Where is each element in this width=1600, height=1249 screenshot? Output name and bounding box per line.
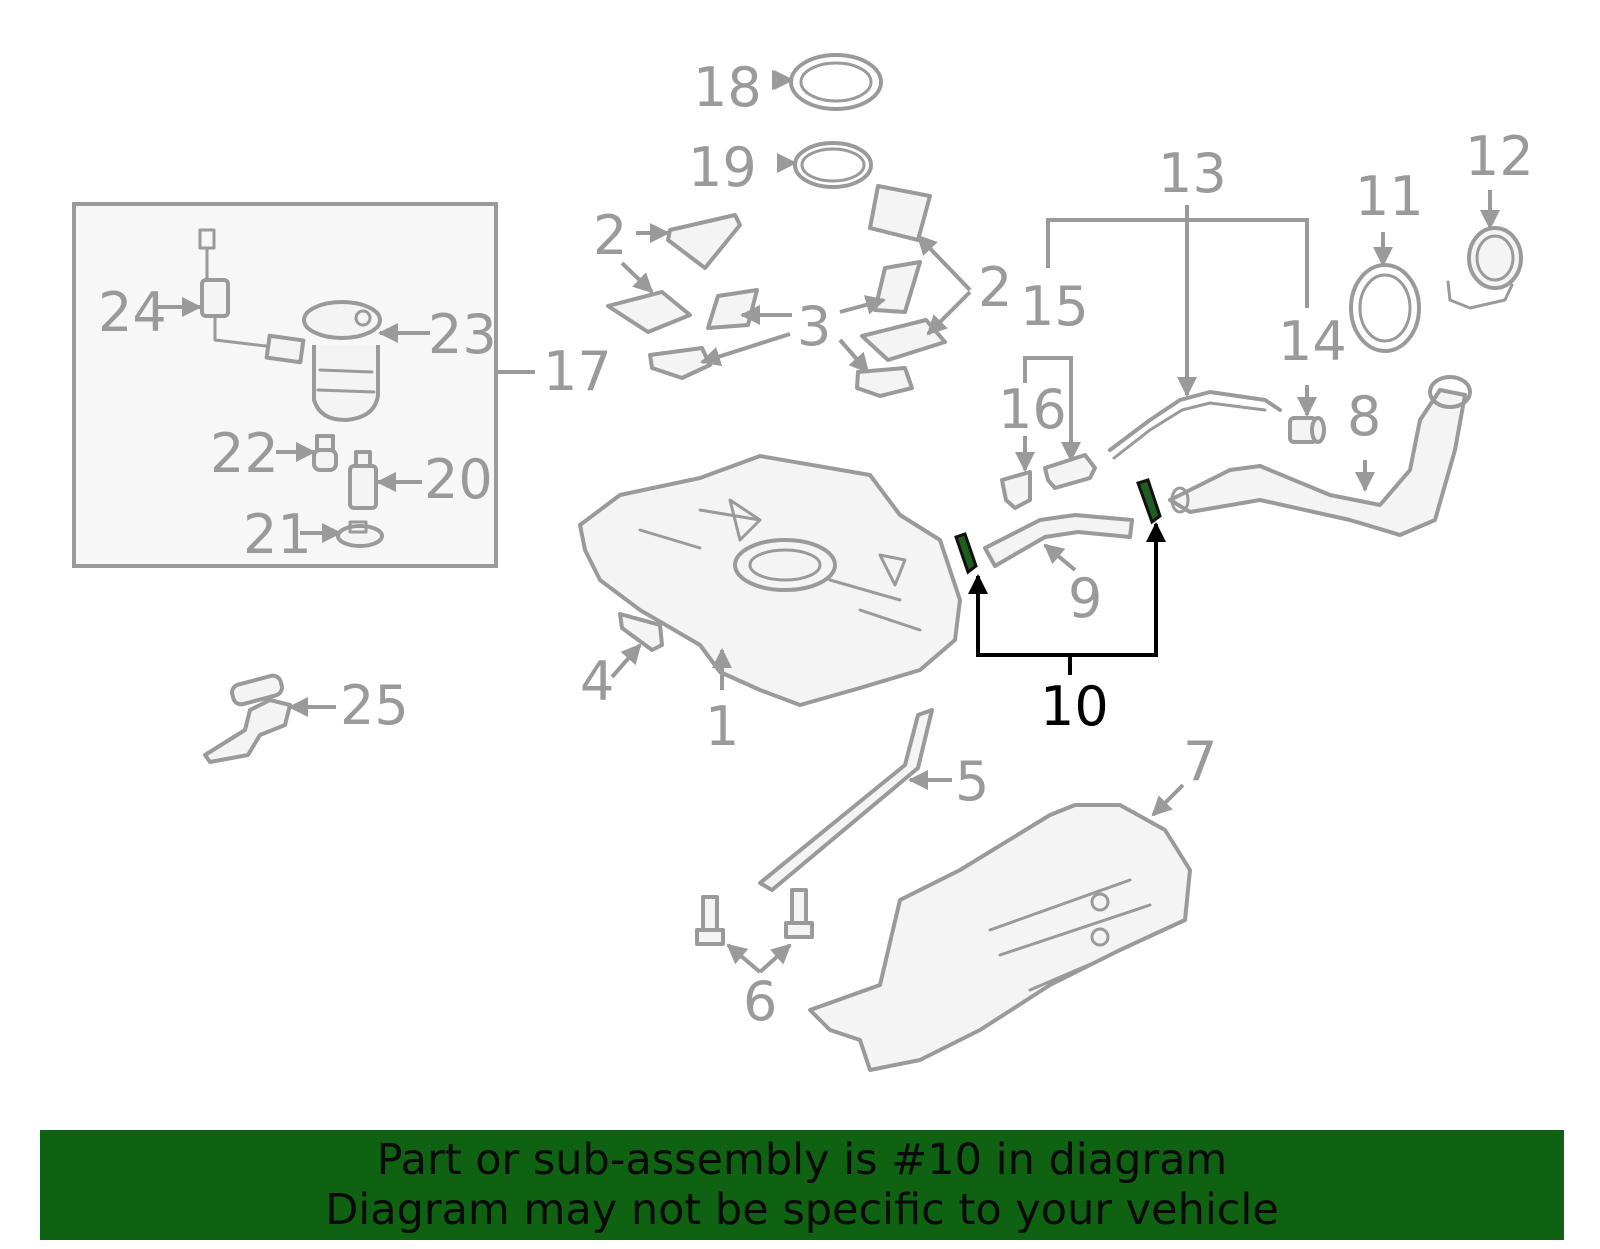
callout-13[interactable]: 13 <box>1158 142 1227 205</box>
callout-4[interactable]: 4 <box>580 650 614 713</box>
banner-line-2: Diagram may not be specific to your vehi… <box>325 1185 1279 1235</box>
leader-10-active <box>968 522 1166 675</box>
callout-15[interactable]: 15 <box>1020 275 1089 338</box>
callout-2-left[interactable]: 2 <box>593 204 627 267</box>
callout-18[interactable]: 18 <box>693 56 762 119</box>
part-25-valve-bracket[interactable] <box>203 673 292 764</box>
part-7-heat-shield[interactable] <box>808 803 1192 1072</box>
callout-8[interactable]: 8 <box>1347 385 1381 448</box>
callout-numbers: 18 19 2 2 3 24 23 17 22 20 21 4 1 25 5 6… <box>98 56 1534 1033</box>
callout-20[interactable]: 20 <box>424 448 493 511</box>
fuel-pump-module-group <box>72 202 498 568</box>
part-9-hose[interactable] <box>983 513 1134 568</box>
callout-5[interactable]: 5 <box>955 750 989 813</box>
callout-2-right[interactable]: 2 <box>978 256 1012 319</box>
part-12-fuel-cap[interactable] <box>1446 226 1523 310</box>
part-5-strap[interactable] <box>758 708 934 892</box>
callout-25[interactable]: 25 <box>340 674 409 737</box>
callout-12[interactable]: 12 <box>1465 125 1534 188</box>
part-1-fuel-tank[interactable] <box>578 454 962 707</box>
part-19-seal[interactable] <box>793 141 873 189</box>
leader-lines <box>158 70 1500 974</box>
part-11-fuel-door[interactable] <box>1349 263 1421 353</box>
part-2-3-pads[interactable] <box>606 184 947 398</box>
callout-24[interactable]: 24 <box>98 281 167 344</box>
part-10-clamps[interactable] <box>954 478 1162 575</box>
part-4-bracket[interactable] <box>618 612 664 652</box>
part-20-filter[interactable] <box>348 450 378 510</box>
callout-21[interactable]: 21 <box>243 503 312 566</box>
part-22-valve[interactable] <box>312 434 338 472</box>
part-8-filler-neck[interactable] <box>1168 375 1472 537</box>
callout-22[interactable]: 22 <box>210 422 279 485</box>
part-13-vent-tube[interactable] <box>1108 390 1282 460</box>
callout-6[interactable]: 6 <box>743 970 777 1033</box>
part-18-lock-ring[interactable] <box>789 53 883 111</box>
part-24-harness[interactable] <box>198 228 306 365</box>
callout-14[interactable]: 14 <box>1278 310 1347 373</box>
callout-3[interactable]: 3 <box>797 295 831 358</box>
callout-23[interactable]: 23 <box>428 303 497 366</box>
callout-19[interactable]: 19 <box>688 136 757 199</box>
callout-17[interactable]: 17 <box>543 340 612 403</box>
part-23-fuel-pump[interactable] <box>302 300 382 422</box>
callout-7[interactable]: 7 <box>1183 730 1217 793</box>
callout-11[interactable]: 11 <box>1355 165 1424 228</box>
part-16-connector[interactable] <box>1000 470 1032 510</box>
part-15-connector[interactable] <box>1043 453 1097 490</box>
part-14-tube-end[interactable] <box>1288 416 1326 444</box>
banner-line-1: Part or sub-assembly is #10 in diagram <box>376 1135 1228 1185</box>
info-banner: Part or sub-assembly is #10 in diagram D… <box>40 1130 1564 1240</box>
callout-16[interactable]: 16 <box>998 378 1067 441</box>
callout-9[interactable]: 9 <box>1068 567 1102 630</box>
callout-10[interactable]: 10 <box>1040 675 1109 738</box>
callout-1[interactable]: 1 <box>705 695 739 758</box>
part-6-bolts[interactable] <box>695 888 814 946</box>
